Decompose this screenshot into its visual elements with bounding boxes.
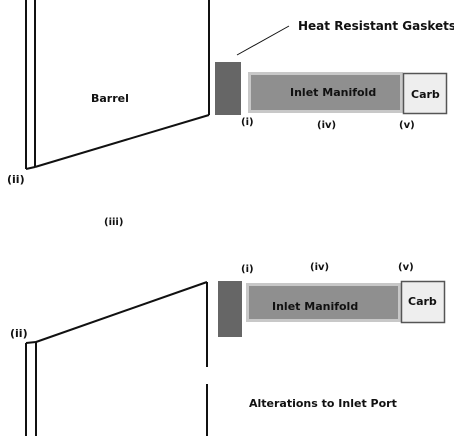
top-gasket xyxy=(215,62,241,115)
bottom-carb xyxy=(400,280,446,324)
bottom-manifold-marker: (iv) xyxy=(310,262,330,273)
top-barrel-label: Barrel xyxy=(91,92,129,105)
top-inlet-manifold xyxy=(248,72,403,113)
bottom-gasket xyxy=(218,281,242,337)
top-manifold-label: Inlet Manifold xyxy=(290,86,377,99)
bottom-barrel xyxy=(25,281,208,436)
bottom-gasket-marker: (i) xyxy=(241,264,254,275)
bottom-carb-marker: (v) xyxy=(398,262,414,273)
bottom-carb-label: Carb xyxy=(408,295,437,308)
top-barrel xyxy=(25,0,210,170)
gasket-callout-leader xyxy=(236,25,290,56)
top-barrel-bottom-cap xyxy=(25,166,36,170)
divider-marker: (iii) xyxy=(104,217,124,228)
bottom-manifold-label: Inlet Manifold xyxy=(272,300,359,313)
top-gasket-marker: (i) xyxy=(241,117,254,128)
top-barrel-slant-edge xyxy=(34,114,210,168)
bottom-barrel-top-cap xyxy=(25,341,37,344)
bottom-barrel-slant-edge xyxy=(35,281,208,343)
bottom-barrel-marker: (ii) xyxy=(10,327,28,340)
bottom-inlet-manifold xyxy=(246,283,401,322)
diagram-caption: Alterations to Inlet Port xyxy=(249,397,397,410)
heat-resistant-gaskets-label: Heat Resistant Gaskets xyxy=(298,19,454,33)
top-carb xyxy=(402,72,448,115)
top-barrel-marker: (ii) xyxy=(7,173,25,186)
top-manifold-marker: (iv) xyxy=(317,120,337,131)
top-carb-marker: (v) xyxy=(399,120,415,131)
top-carb-label: Carb xyxy=(411,88,440,101)
